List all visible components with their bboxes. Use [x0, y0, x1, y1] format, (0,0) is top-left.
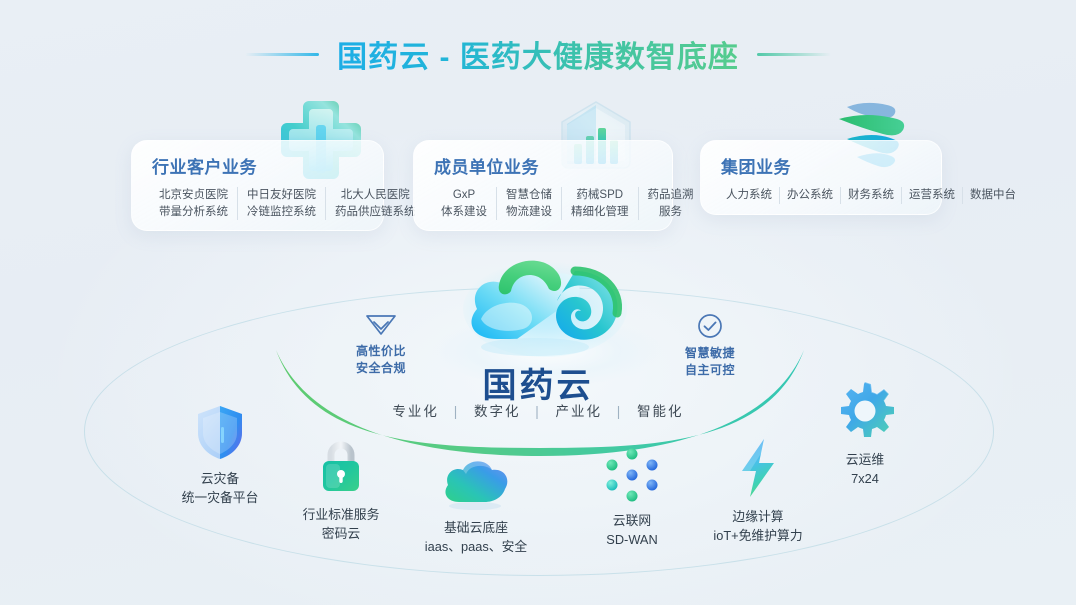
card-item-line1: 数据中台 — [970, 189, 1016, 201]
node-line1: 云灾备 — [200, 471, 240, 486]
title-rule-left — [245, 52, 320, 56]
tag-item: 数字化 — [473, 404, 521, 419]
card-item-line2: 带量分析系统 — [159, 205, 228, 218]
node-cloud-operations[interactable]: 云运维 7x24 — [806, 380, 924, 488]
tag-item: 产业化 — [555, 404, 603, 419]
card-item-line1: 办公系统 — [787, 189, 833, 201]
card-item[interactable]: 人力系统 — [719, 187, 780, 204]
lock-icon — [323, 441, 359, 491]
card-item[interactable]: 北大人民医院 药品供应链系统 — [326, 187, 425, 220]
page-title-text: 国药云 - 医药大健康数智底座 — [337, 32, 739, 76]
page-title: 国药云 - 医药大健康数智底座 — [0, 32, 1076, 76]
node-line2: SD-WAN — [606, 532, 658, 548]
node-line1: 行业标准服务 — [302, 507, 380, 522]
card-item-line2: 体系建设 — [441, 205, 487, 218]
card-item-line2: 物流建设 — [506, 205, 552, 218]
card-item[interactable]: 运营系统 — [902, 187, 963, 204]
cloud-icon — [445, 461, 508, 510]
card-item-line1: GxP — [452, 189, 476, 201]
card-member-unit-business[interactable]: 成员单位业务 GxP 体系建设 智慧仓储 物流建设 药械SPD 精细化管理 药品… — [413, 140, 694, 232]
card-heading: 成员单位业务 — [434, 158, 539, 177]
node-password-cloud[interactable]: 行业标准服务 密码云 — [276, 437, 406, 543]
node-cloud-foundation[interactable]: 基础云底座 iaas、paas、安全 — [408, 456, 544, 556]
card-item-line1: 北大人民医院 — [340, 189, 410, 201]
badge-cost-performance[interactable]: 高性价比 安全合规 — [333, 313, 429, 378]
lightning-icon — [742, 439, 774, 497]
tag-item: 智能化 — [637, 404, 684, 419]
card-item-line1: 人力系统 — [726, 189, 772, 201]
card-item-line1: 运营系统 — [909, 189, 955, 201]
card-item[interactable]: 药械SPD 精细化管理 — [562, 187, 639, 221]
card-item-line2: 精细化管理 — [571, 205, 629, 218]
node-line2: iaas、paas、安全 — [424, 539, 528, 555]
card-item[interactable]: 中日友好医院 冷链监控系统 — [238, 187, 326, 221]
node-line1: 云运维 — [845, 452, 885, 467]
tag-item: 专业化 — [392, 404, 439, 419]
gear-icon — [841, 381, 894, 437]
node-cloud-network[interactable]: 云联网 SD-WAN — [574, 447, 690, 549]
node-line2: 密码云 — [321, 526, 361, 542]
badge-agile-controllable[interactable]: 智慧敏捷 自主可控 — [662, 313, 758, 380]
card-item[interactable]: 办公系统 — [780, 187, 841, 204]
node-line1: 云联网 — [612, 513, 652, 528]
tag-separator: | — [616, 404, 623, 419]
diamond-icon — [366, 315, 396, 335]
network-icon — [606, 448, 658, 502]
tag-separator: | — [535, 404, 541, 419]
badge-line2: 自主可控 — [684, 363, 735, 378]
card-item-line1: 中日友好医院 — [247, 189, 316, 201]
card-item[interactable]: 北京安贞医院 带量分析系统 — [150, 187, 238, 221]
card-item-line1: 药品追溯 — [647, 189, 694, 201]
card-heading: 行业客户业务 — [152, 158, 257, 177]
brand-tagline: 专业化 | 数字化 | 产业化 | 智能化 — [0, 400, 1076, 420]
cloud-swirl-logo — [463, 260, 627, 357]
card-item-list: 北京安贞医院 带量分析系统 中日友好医院 冷链监控系统 北大人民医院 药品供应链… — [150, 187, 416, 221]
card-item-list: GxP 体系建设 智慧仓储 物流建设 药械SPD 精细化管理 药品追溯 服务 — [432, 187, 694, 221]
card-item[interactable]: 药品追溯 服务 — [639, 187, 703, 220]
card-item[interactable]: 智慧仓储 物流建设 — [497, 187, 562, 221]
card-item[interactable]: 数据中台 — [963, 187, 1023, 204]
node-line2: 统一灾备平台 — [181, 490, 259, 506]
node-edge-computing[interactable]: 边缘计算 ioT+免维护算力 — [686, 437, 830, 545]
check-circle-icon — [698, 314, 722, 338]
node-line1: 基础云底座 — [444, 520, 508, 535]
node-line2: ioT+免维护算力 — [713, 528, 803, 544]
card-item-line1: 智慧仓储 — [506, 189, 552, 201]
card-item-line2: 服务 — [659, 205, 682, 218]
badge-line1: 高性价比 — [355, 344, 406, 358]
node-line2: 7x24 — [851, 471, 879, 487]
business-cards: 行业客户业务 北京安贞医院 带量分析系统 中日友好医院 冷链监控系统 北大人民医… — [0, 140, 1076, 232]
tag-separator: | — [453, 404, 460, 419]
brand-name: 国药云 — [482, 367, 594, 405]
badge-line1: 智慧敏捷 — [684, 346, 735, 360]
card-item-line1: 财务系统 — [848, 189, 894, 201]
node-line1: 边缘计算 — [732, 509, 784, 524]
card-item-line2: 冷链监控系统 — [247, 205, 316, 218]
node-cloud-disaster-recovery[interactable]: 云灾备 统一灾备平台 — [158, 403, 282, 507]
card-item[interactable]: 财务系统 — [841, 187, 902, 204]
card-item-line1: 药械SPD — [576, 189, 624, 201]
card-item[interactable]: GxP 体系建设 — [432, 187, 497, 221]
title-rule-right — [756, 52, 831, 56]
card-group-business[interactable]: 集团业务 人力系统 办公系统 财务系统 运营系统 数据中台 — [700, 140, 1016, 215]
card-item-line1: 北京安贞医院 — [159, 189, 228, 201]
badge-line2: 安全合规 — [355, 361, 406, 376]
card-heading: 集团业务 — [721, 158, 791, 177]
card-item-line2: 药品供应链系统 — [335, 205, 416, 218]
card-industry-business[interactable]: 行业客户业务 北京安贞医院 带量分析系统 中日友好医院 冷链监控系统 北大人民医… — [131, 140, 416, 232]
shield-icon — [198, 406, 242, 459]
card-item-list: 人力系统 办公系统 财务系统 运营系统 数据中台 — [719, 187, 1016, 204]
